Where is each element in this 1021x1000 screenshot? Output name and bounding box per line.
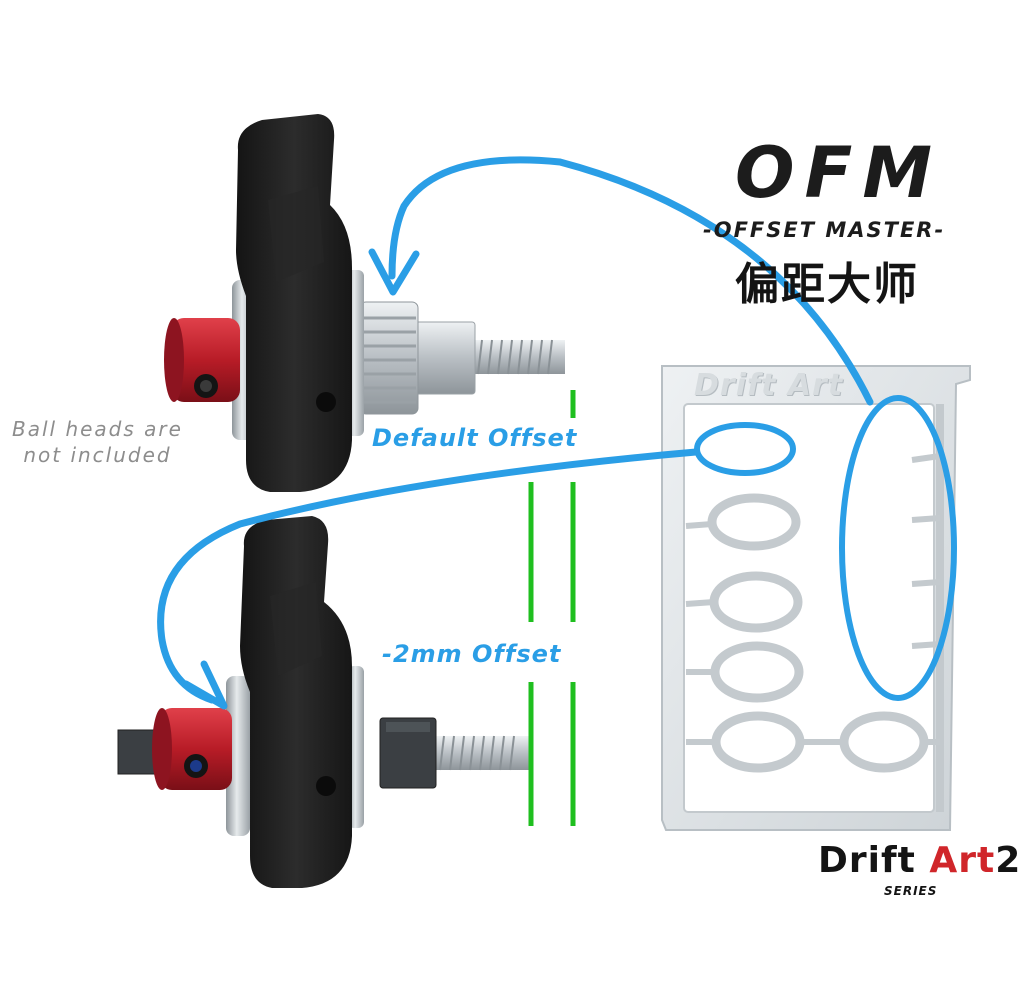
brand-name-left: Drift	[818, 840, 930, 881]
offset-guides	[528, 390, 576, 826]
bolt-hole	[316, 776, 336, 796]
fret-logo: Drift Art	[694, 368, 844, 403]
red-collar	[160, 708, 232, 790]
product-chinese-name: 偏距大师	[735, 259, 919, 310]
brand-name-right: 2	[995, 840, 1021, 881]
arrow-to-minus	[157, 448, 700, 704]
product-photo: OFM -OFFSET MASTER- 偏距大师 Ball heads are …	[12, 114, 1021, 898]
bolt-hole	[316, 392, 336, 412]
hex-spacer	[379, 717, 437, 789]
ball-heads-note: Ball heads are not included	[12, 416, 183, 468]
arrow-to-default	[388, 156, 874, 406]
default-offset-label: Default Offset	[372, 424, 578, 452]
note-line-1: Ball heads are	[12, 417, 183, 441]
washer-left	[226, 676, 250, 836]
photo-illustration	[117, 114, 971, 888]
brand-name-accent: Art	[929, 840, 996, 881]
knuckle-body	[240, 516, 352, 888]
brand-series: SERIES	[884, 884, 938, 898]
knuckle-default	[164, 114, 565, 492]
product-subtitle: -OFFSET MASTER-	[703, 218, 946, 242]
red-collar	[172, 318, 240, 402]
brand-logo: Drift Art2	[818, 840, 1021, 881]
highlight-ellipse-right	[839, 395, 957, 701]
spacer-fret	[661, 365, 971, 831]
knuckle-minus-2mm	[117, 516, 530, 888]
knuckle-body	[236, 114, 352, 492]
minus-offset-label: -2mm Offset	[382, 640, 562, 668]
product-title: OFM	[735, 132, 942, 214]
hex-spacer	[414, 321, 476, 395]
note-line-2: not included	[23, 443, 172, 467]
arrows	[157, 156, 957, 710]
